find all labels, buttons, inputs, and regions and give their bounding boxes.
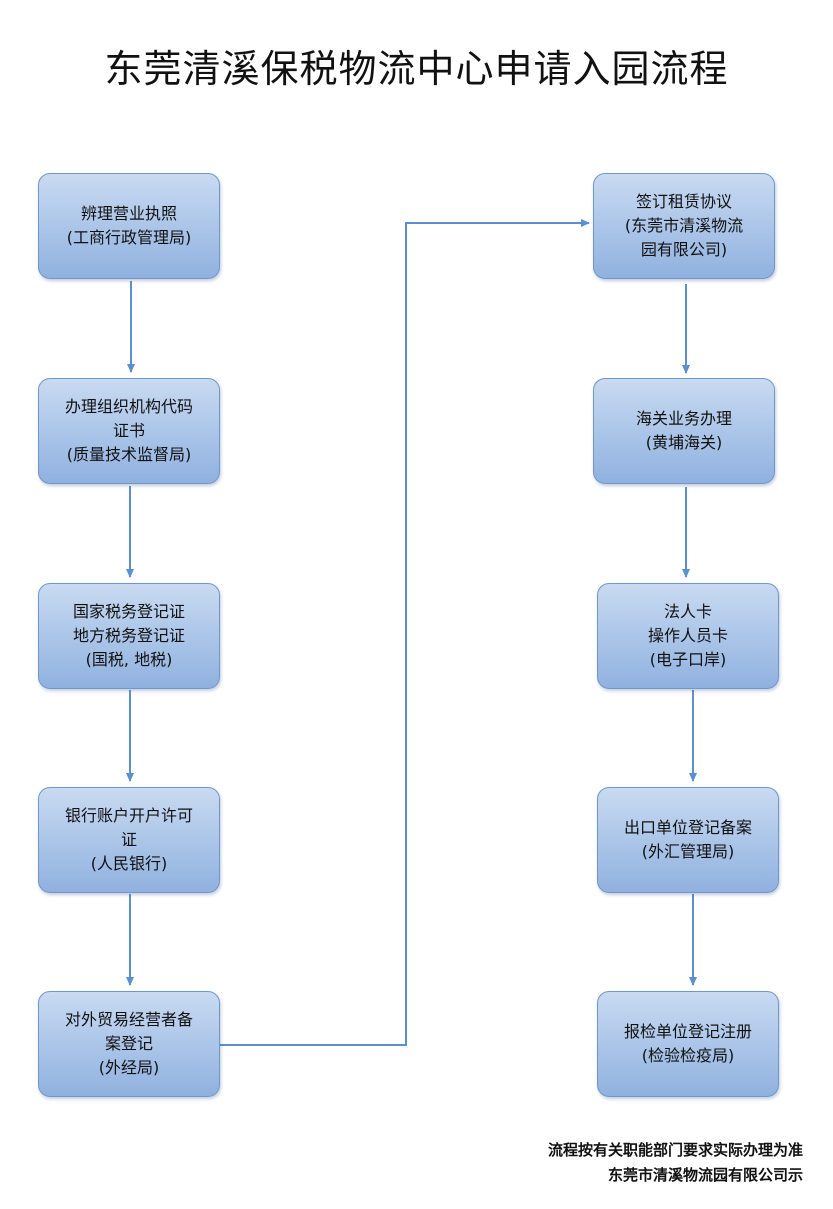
step-foreign-trade-filing: 对外贸易经营者备 案登记 (外经局) [38, 991, 220, 1097]
footer-note: 流程按有关职能部门要求实际办理为准 [547, 1141, 803, 1159]
step-text-line: 证书 [112, 421, 145, 440]
step-text-line: (国税, 地税) [85, 650, 173, 669]
step-text-line: 海关业务办理 [635, 409, 732, 428]
step-organization-code: 办理组织机构代码 证书 (质量技术监督局) [38, 378, 220, 484]
step-text-line: 对外贸易经营者备 [64, 1010, 193, 1029]
step-text-line: 办理组织机构代码 [64, 397, 193, 416]
step-lease-agreement: 签订租赁协议 (东莞市清溪物流 园有限公司) [593, 173, 775, 279]
arrow-bridge [220, 219, 590, 1046]
step-bank-account-permit: 银行账户开户许可 证 (人民银行) [38, 787, 220, 893]
step-text-line: 证 [120, 830, 137, 849]
step-text-line: 报检单位登记注册 [623, 1022, 752, 1041]
footer-issuer: 东莞市清溪物流园有限公司示 [607, 1166, 803, 1184]
step-text-line: 法人卡 [663, 602, 712, 621]
step-tax-registration: 国家税务登记证 地方税务登记证 (国税, 地税) [38, 583, 220, 689]
step-text-line: 辨理营业执照 [80, 204, 177, 223]
step-text-line: (人民银行) [90, 854, 168, 873]
step-text-line: (质量技术监督局) [66, 445, 192, 464]
step-text-line: 操作人员卡 [647, 626, 728, 645]
step-text-line: 签订租赁协议 [635, 192, 732, 211]
step-text-line: 园有限公司) [640, 240, 728, 259]
step-text-line: 出口单位登记备案 [623, 818, 752, 837]
step-inspection-registration: 报检单位登记注册 (检验检疫局) [597, 991, 779, 1097]
step-text-line: 国家税务登记证 [72, 602, 185, 621]
step-text-line: (东莞市清溪物流 [624, 216, 744, 235]
step-text-line: (外汇管理局) [641, 842, 735, 861]
step-legal-person-card: 法人卡 操作人员卡 (电子口岸) [597, 583, 779, 689]
step-text-line: 案登记 [104, 1034, 153, 1053]
step-text-line: 银行账户开户许可 [64, 806, 193, 825]
step-text-line: (电子口岸) [649, 650, 727, 669]
step-text-line: (工商行政管理局) [66, 228, 192, 247]
step-text-line: (外经局) [98, 1058, 160, 1077]
step-export-unit-filing: 出口单位登记备案 (外汇管理局) [597, 787, 779, 893]
step-business-license: 辨理营业执照 (工商行政管理局) [38, 173, 220, 279]
step-text-line: (检验检疫局) [641, 1046, 735, 1065]
page-title: 东莞清溪保税物流中心申请入园流程 [104, 47, 729, 91]
step-text-line: 地方税务登记证 [72, 626, 185, 645]
step-text-line: (黄埔海关) [645, 433, 723, 452]
step-customs-processing: 海关业务办理 (黄埔海关) [593, 378, 775, 484]
